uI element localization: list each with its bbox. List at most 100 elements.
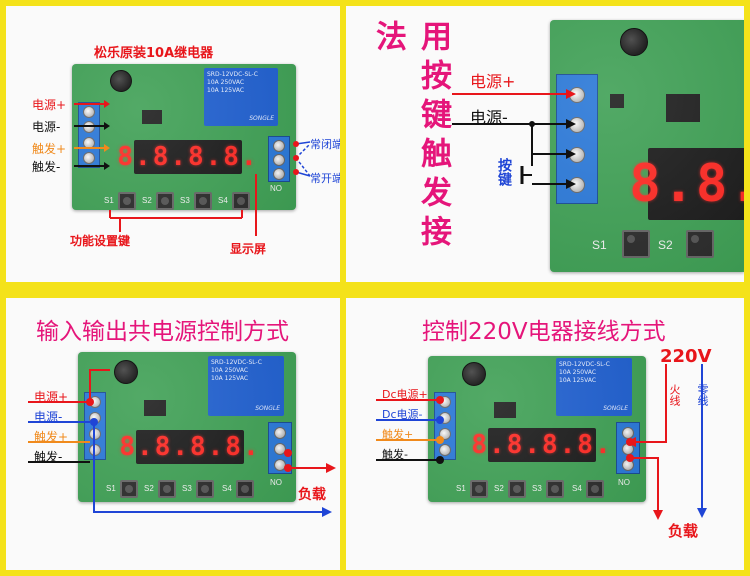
relay-brand: SONGLE (603, 405, 628, 412)
input-terminal (556, 74, 598, 204)
s1-button[interactable] (120, 480, 138, 498)
junction-dot (529, 121, 535, 127)
s3-button[interactable] (194, 192, 212, 210)
s2-button[interactable] (158, 480, 176, 498)
capacitor (110, 70, 132, 92)
220v-wiring-title: 控制220V电器接线方式 (422, 319, 666, 345)
key-trigger-title: 用按键触发接法 (370, 20, 451, 254)
label-power-minus: 电源- (470, 108, 508, 127)
led-display: 8.8.8.8. (119, 430, 259, 464)
label-power-plus: 电源+ (32, 98, 67, 112)
no-silk: NO (270, 184, 282, 193)
s3-silk: S3 (180, 196, 190, 205)
relay: SRD-12VDC-SL-C 10A 250VAC 10A 125VAC SON… (556, 358, 632, 416)
s2-button[interactable] (156, 192, 174, 210)
s1-button[interactable] (470, 480, 488, 498)
s2-button[interactable] (508, 480, 526, 498)
screw (622, 427, 634, 439)
label-trigger-plus: 触发+ (382, 428, 414, 441)
s3-button[interactable] (546, 480, 564, 498)
s1-silk: S1 (592, 238, 607, 252)
label-trigger-minus: 触发- (32, 160, 61, 174)
s2-silk: S2 (658, 238, 673, 252)
output-terminal (268, 422, 292, 474)
screw (569, 177, 585, 193)
s1-silk: S1 (104, 196, 114, 205)
shared-power-title: 输入输出共电源控制方式 (36, 319, 289, 345)
led-display: 8.8.8.8. (471, 428, 611, 462)
s2-silk: S2 (142, 196, 152, 205)
s2-button[interactable] (686, 230, 714, 258)
relay-rating-text: 10A 250VAC (559, 369, 597, 376)
screw (439, 412, 451, 424)
s4-silk: S4 (218, 196, 228, 205)
ic-chip (144, 400, 166, 416)
screw (622, 459, 634, 471)
led-display: 8.8.8.8. (117, 140, 257, 174)
screw (569, 117, 585, 133)
s1-silk: S1 (456, 484, 466, 493)
arrowhead (653, 510, 663, 520)
no-silk: NO (618, 478, 630, 487)
label-dc-minus: Dc电源- (382, 408, 423, 421)
label-normally-open: 常开端 (310, 172, 340, 185)
relay-rating-text: 10A 250VAC (211, 367, 249, 374)
s3-silk: S3 (532, 484, 542, 493)
screw (89, 412, 101, 424)
screw (274, 443, 286, 455)
label-normally-closed: 常闭端 (310, 138, 340, 151)
no-pointer (295, 171, 311, 177)
label-power-minus: 电源- (32, 120, 61, 134)
s1-button[interactable] (118, 192, 136, 210)
screw (439, 428, 451, 440)
screw (439, 396, 451, 408)
screw (274, 427, 286, 439)
screw (89, 396, 101, 408)
label-neutral-wire: 零线 (696, 384, 709, 406)
s4-button[interactable] (232, 192, 250, 210)
led-display: 8.8. (629, 148, 744, 220)
s4-silk: S4 (222, 484, 232, 493)
s4-button[interactable] (236, 480, 254, 498)
arrowhead (697, 508, 707, 518)
screw (569, 87, 585, 103)
label-220v: 220V (660, 346, 712, 367)
relay-brand: SONGLE (249, 115, 274, 122)
screw (622, 443, 634, 455)
relay: SRD-12VDC-SL-C 10A 250VAC 10A 125VAC SON… (204, 68, 278, 126)
s3-button[interactable] (196, 480, 214, 498)
screw (273, 154, 285, 166)
pcb-board: 8.8. S1 S2 (550, 20, 744, 272)
relay-rating-text: 10A 125VAC (559, 377, 597, 384)
relay-brand: SONGLE (255, 405, 280, 412)
label-live-wire: 火线 (668, 384, 681, 406)
screw (89, 428, 101, 440)
screw (83, 152, 95, 164)
capacitor (114, 360, 138, 384)
panel-key-trigger: 用按键触发接法 8.8. S1 S2 电源+ 电源- 按键 (346, 6, 744, 282)
capacitor (462, 362, 486, 386)
s2-silk: S2 (494, 484, 504, 493)
pcb-board: SRD-12VDC-SL-C 10A 250VAC 10A 125VAC SON… (72, 64, 296, 210)
label-load: 负载 (298, 487, 326, 503)
s4-button[interactable] (586, 480, 604, 498)
screw (273, 168, 285, 180)
output-terminal (268, 136, 290, 182)
label-trigger-plus: 触发+ (34, 430, 69, 444)
input-terminal (434, 392, 456, 460)
display-digits: 8.8.8.8. (117, 142, 259, 172)
no-pointer (295, 157, 311, 177)
screw (83, 121, 95, 133)
relay-rating-text: 10A 125VAC (211, 375, 249, 382)
relay-rating-text: 10A 125VAC (207, 87, 245, 94)
relay-title: 松乐原装10A继电器 (94, 46, 214, 61)
relay-rating-text: 10A 250VAC (207, 79, 245, 86)
screw (274, 459, 286, 471)
arrowhead (322, 507, 332, 517)
label-trigger-minus: 触发- (382, 448, 408, 461)
nc-pointer (295, 143, 311, 159)
s1-button[interactable] (622, 230, 650, 258)
s4-silk: S4 (572, 484, 582, 493)
screw (89, 444, 101, 456)
panel-220v-wiring: 控制220V电器接线方式 220V SRD-12VDC-SL-C 10A 250… (346, 298, 744, 570)
